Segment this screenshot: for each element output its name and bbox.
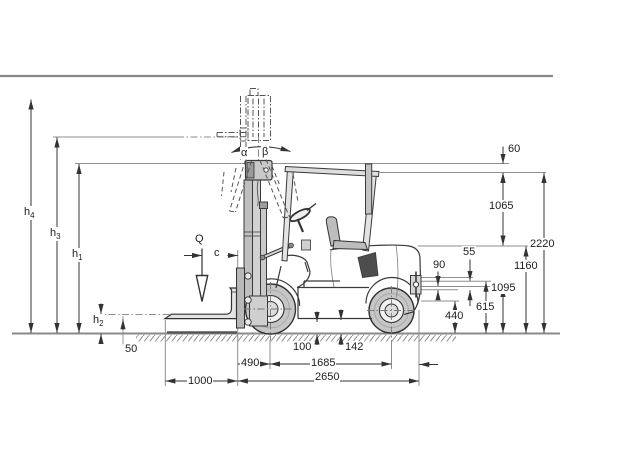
overhead-guard	[281, 163, 380, 262]
dim-label-1160: 1160	[513, 260, 539, 272]
dim-label-55: 55	[462, 246, 477, 258]
label-load-c: c	[213, 247, 221, 259]
dim-label-1065: 1065	[488, 200, 515, 212]
dim-label-490: 490	[240, 357, 261, 369]
mast-assembly	[163, 159, 294, 329]
steering-column	[296, 218, 305, 233]
mast-tilt-outlines	[221, 159, 299, 219]
ground-hatching	[136, 334, 456, 342]
dim-label-142: 142	[344, 341, 365, 353]
dim-label-60: 60	[507, 143, 522, 155]
label-h4: h4	[23, 206, 36, 221]
lift-cylinder	[260, 207, 267, 297]
control-lever	[306, 202, 317, 212]
hood-vent	[357, 251, 379, 278]
tilt-angle-arc	[231, 145, 291, 154]
cowl	[281, 254, 311, 289]
label-h3: h3	[49, 227, 62, 242]
label-h1: h1	[71, 248, 84, 263]
truck-body	[167, 244, 422, 334]
mast-front-rail	[243, 179, 253, 299]
guard-roof	[284, 165, 380, 178]
dim-label-90: 90	[432, 259, 447, 271]
exhaust-stack	[365, 163, 373, 215]
steering-wheel	[289, 207, 311, 223]
label-h2: h2	[92, 314, 105, 329]
dim-label-1685: 1685	[310, 357, 337, 369]
label-load-q: Q	[194, 233, 205, 245]
label-beta: β	[261, 146, 270, 158]
mast-foot	[249, 295, 268, 327]
fork-carriage	[236, 267, 245, 329]
dim-label-50: 50	[124, 343, 139, 355]
dim-label-615: 615	[475, 301, 496, 313]
dim-label-2220: 2220	[529, 238, 556, 250]
raised-carriage-phantom	[216, 88, 299, 219]
load-annotation	[184, 248, 238, 302]
load-arrow	[195, 274, 209, 302]
label-alpha: α	[240, 147, 249, 159]
mast-hose	[256, 180, 259, 207]
dim-label-1095: 1095	[490, 282, 517, 294]
page-rules	[0, 74, 560, 342]
fork	[163, 287, 238, 320]
dim-label-2650: 2650	[314, 371, 341, 383]
axle-center-lines	[244, 136, 416, 340]
dim-label-1000: 1000	[187, 375, 214, 387]
dim-label-440: 440	[444, 310, 465, 322]
mast-rear-rail	[252, 164, 261, 299]
dim-label-100: 100	[292, 341, 313, 353]
seat-cushion	[332, 239, 369, 251]
